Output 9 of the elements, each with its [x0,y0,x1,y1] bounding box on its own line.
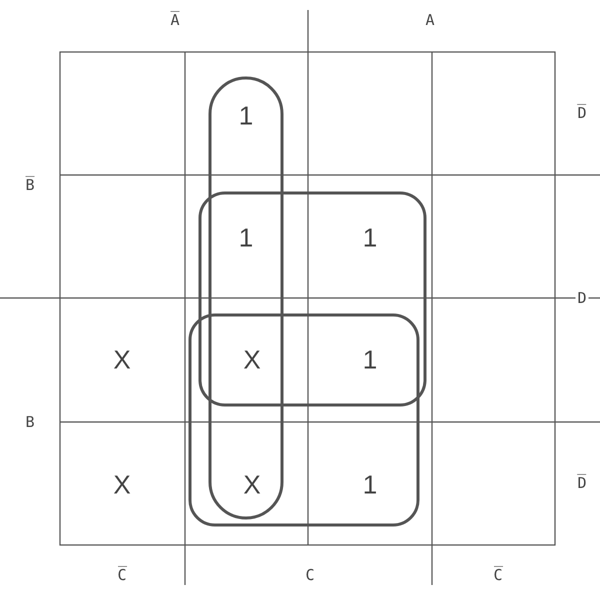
cell-value: X [113,344,131,376]
cell-value: 1 [362,222,378,254]
cell-value: 1 [362,470,378,500]
cell-value: 1 [238,100,254,132]
cell-value: 1 [362,344,378,376]
cell-value: X [243,470,261,500]
cell-value: 1 [238,222,254,254]
cell-value: X [113,470,131,500]
cell-value: X [243,344,261,376]
